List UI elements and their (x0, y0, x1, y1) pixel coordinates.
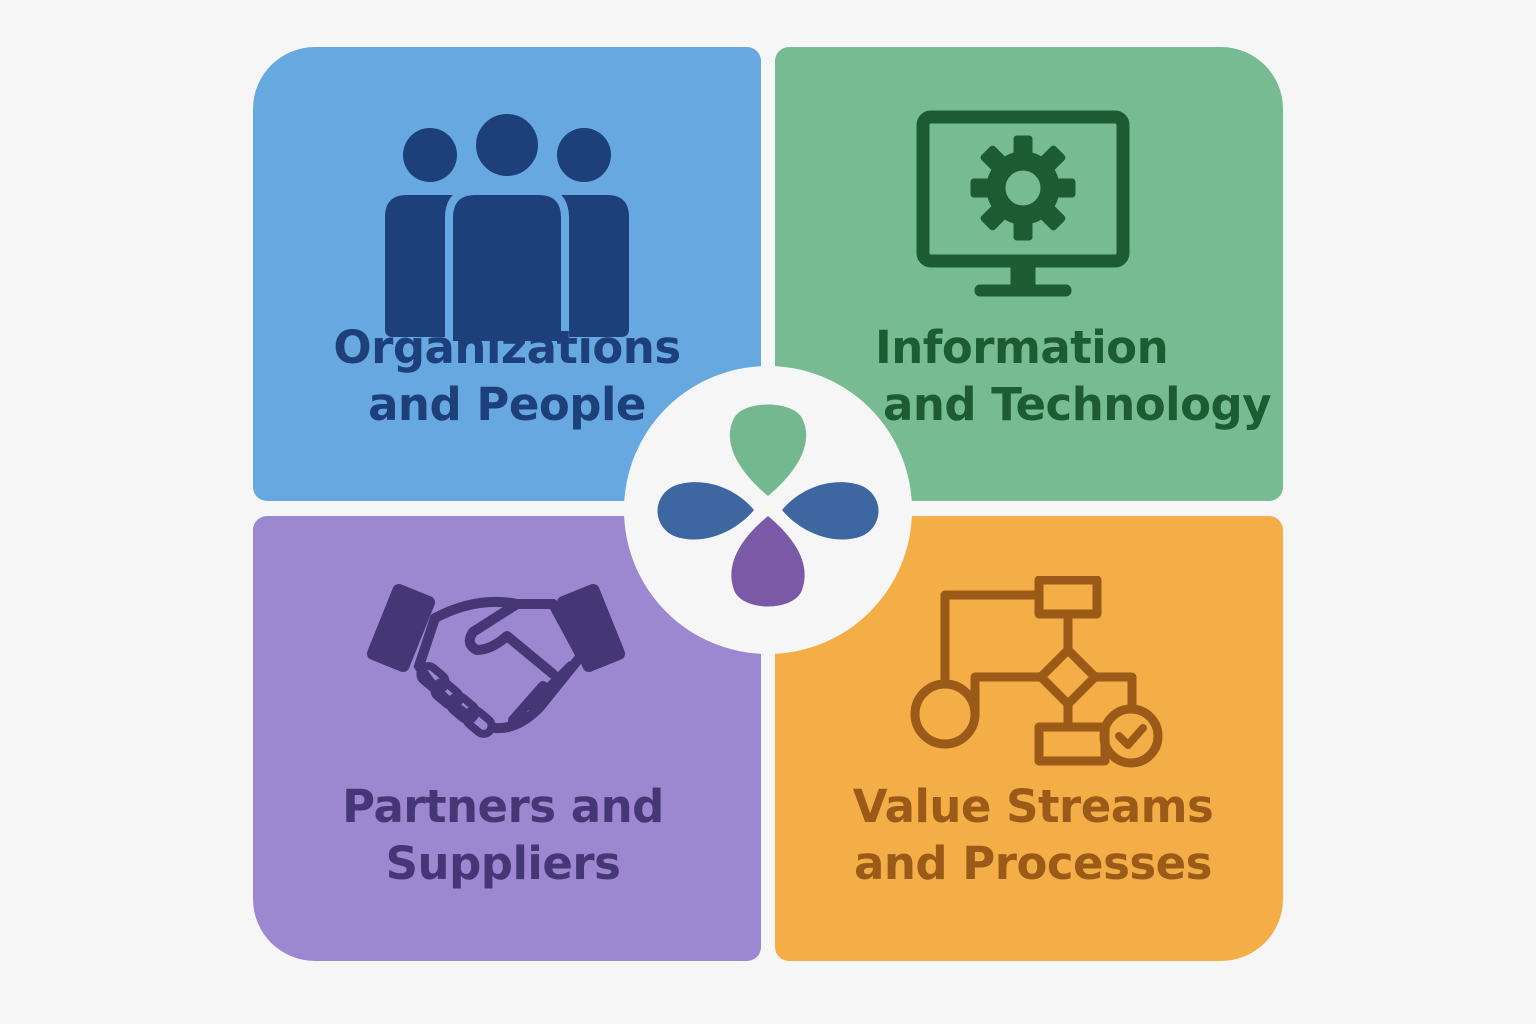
four-petal-logo-icon (657, 404, 879, 607)
partners-label: Partners and Suppliers (253, 778, 753, 892)
technology-label-line1: Information (875, 321, 1169, 374)
hub-petal-top (729, 404, 807, 496)
hub-petal-right (782, 482, 879, 540)
organizations-label: Organizations and People (253, 319, 761, 433)
hub-petal-left (657, 482, 754, 540)
quadrant-value-streams-and-processes: Value Streams and Processes (775, 516, 1283, 961)
quadrant-information-and-technology: Information and Technology (775, 47, 1283, 501)
organizations-label-line2: and People (368, 378, 646, 431)
value-label: Value Streams and Processes (775, 778, 1291, 892)
people-group-icon (383, 105, 633, 345)
value-label-line2: and Processes (854, 837, 1212, 890)
quadrant-organizations-and-people: Organizations and People (253, 47, 761, 501)
monitor-gear-icon (915, 109, 1135, 299)
partners-label-line1: Partners and (342, 780, 664, 833)
technology-label-line2: and Technology (883, 378, 1272, 431)
technology-label: Information and Technology (835, 319, 1275, 433)
partners-label-line2: Suppliers (385, 837, 621, 890)
organizations-label-line1: Organizations (333, 321, 681, 374)
process-flow-icon (909, 576, 1169, 776)
hub-petal-bottom (731, 516, 805, 607)
center-hub (624, 366, 912, 654)
handshake-icon (367, 578, 632, 758)
value-label-line1: Value Streams (852, 780, 1214, 833)
